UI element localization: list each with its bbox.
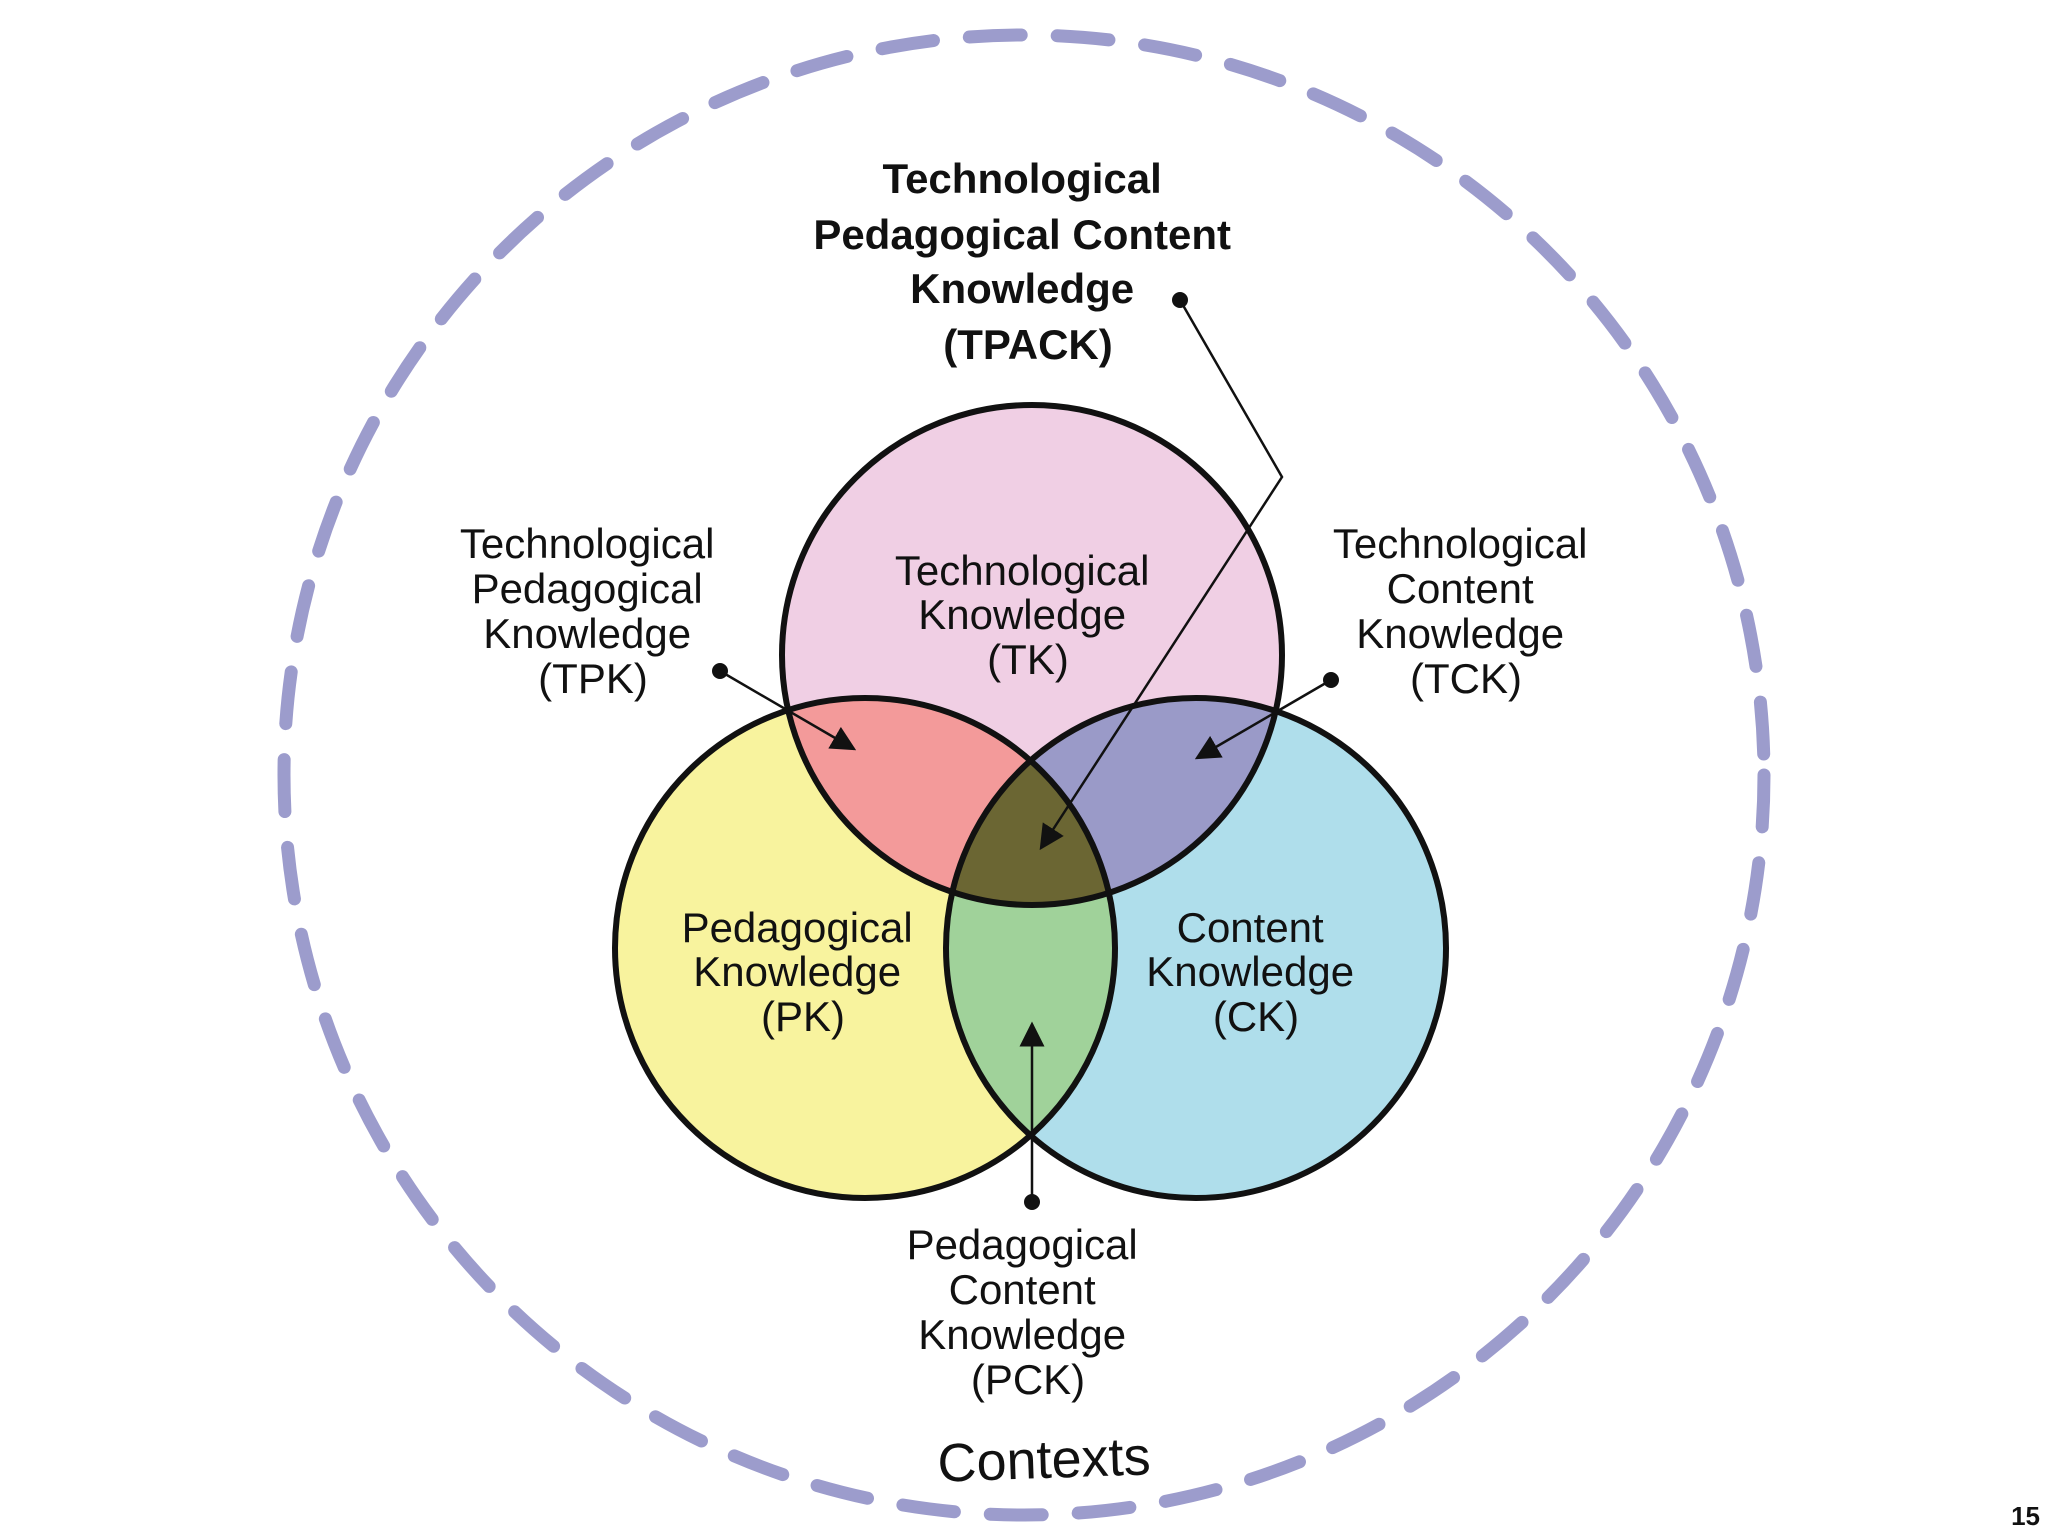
contexts-ring xyxy=(277,28,1771,1522)
ck-label: Content Knowledge (CK) xyxy=(1146,904,1366,1040)
tpack-label-line: Knowledge xyxy=(910,265,1134,312)
tpk-label: Technological Pedagogical Knowledge (TPK… xyxy=(460,520,726,702)
tck-label-line: (TCK) xyxy=(1410,655,1522,702)
tpk-label-line: Technological xyxy=(460,520,715,567)
ck-label-line: Knowledge xyxy=(1146,948,1354,995)
tpack-center-region xyxy=(946,698,1115,905)
pck-label-line: Knowledge xyxy=(918,1311,1126,1358)
tpk-label-line: Knowledge xyxy=(483,610,691,657)
tk-label-line: Knowledge xyxy=(918,591,1126,638)
tck-label-line: Technological xyxy=(1333,520,1588,567)
pk-label-line: Knowledge xyxy=(693,948,901,995)
tk-label-line: Technological xyxy=(895,547,1150,594)
tpack-label: Technological Pedagogical Content Knowle… xyxy=(813,155,1242,368)
tck-label: Technological Content Knowledge (TCK) xyxy=(1333,520,1599,702)
pk-label: Pedagogical Knowledge (PK) xyxy=(682,904,925,1040)
pck-label-line: (PCK) xyxy=(971,1356,1085,1403)
tck-label-line: Knowledge xyxy=(1356,610,1564,657)
tpack-label-line: Technological xyxy=(883,155,1162,202)
ck-label-line: (CK) xyxy=(1213,993,1299,1040)
pck-label-line: Content xyxy=(949,1266,1096,1313)
content-knowledge-outline xyxy=(943,695,1449,1201)
pedagogical-knowledge-outline xyxy=(612,695,1118,1201)
technological-knowledge-outline xyxy=(779,402,1285,908)
pk-label-line: Pedagogical xyxy=(682,904,913,951)
pck-label: Pedagogical Content Knowledge (PCK) xyxy=(907,1221,1150,1403)
tk-label-line: (TK) xyxy=(987,636,1069,683)
tpk-label-line: Pedagogical xyxy=(472,565,703,612)
tck-connector-line xyxy=(1194,678,1332,760)
page-number: 15 xyxy=(2011,1501,2040,1531)
tpack-label-line: Pedagogical Content xyxy=(813,211,1231,258)
contexts-label: Contexts xyxy=(936,1426,1151,1493)
tpk-connector-line xyxy=(719,669,857,751)
tck-label-line: Content xyxy=(1387,565,1534,612)
tpack-label-line: (TPACK) xyxy=(943,321,1113,368)
tpack-connector-line xyxy=(1039,299,1284,851)
tk-label: Technological Knowledge (TK) xyxy=(895,547,1161,683)
ck-label-line: Content xyxy=(1177,904,1324,951)
pk-label-line: (PK) xyxy=(761,993,845,1040)
tpk-label-line: (TPK) xyxy=(538,655,648,702)
pck-label-line: Pedagogical xyxy=(907,1221,1138,1268)
